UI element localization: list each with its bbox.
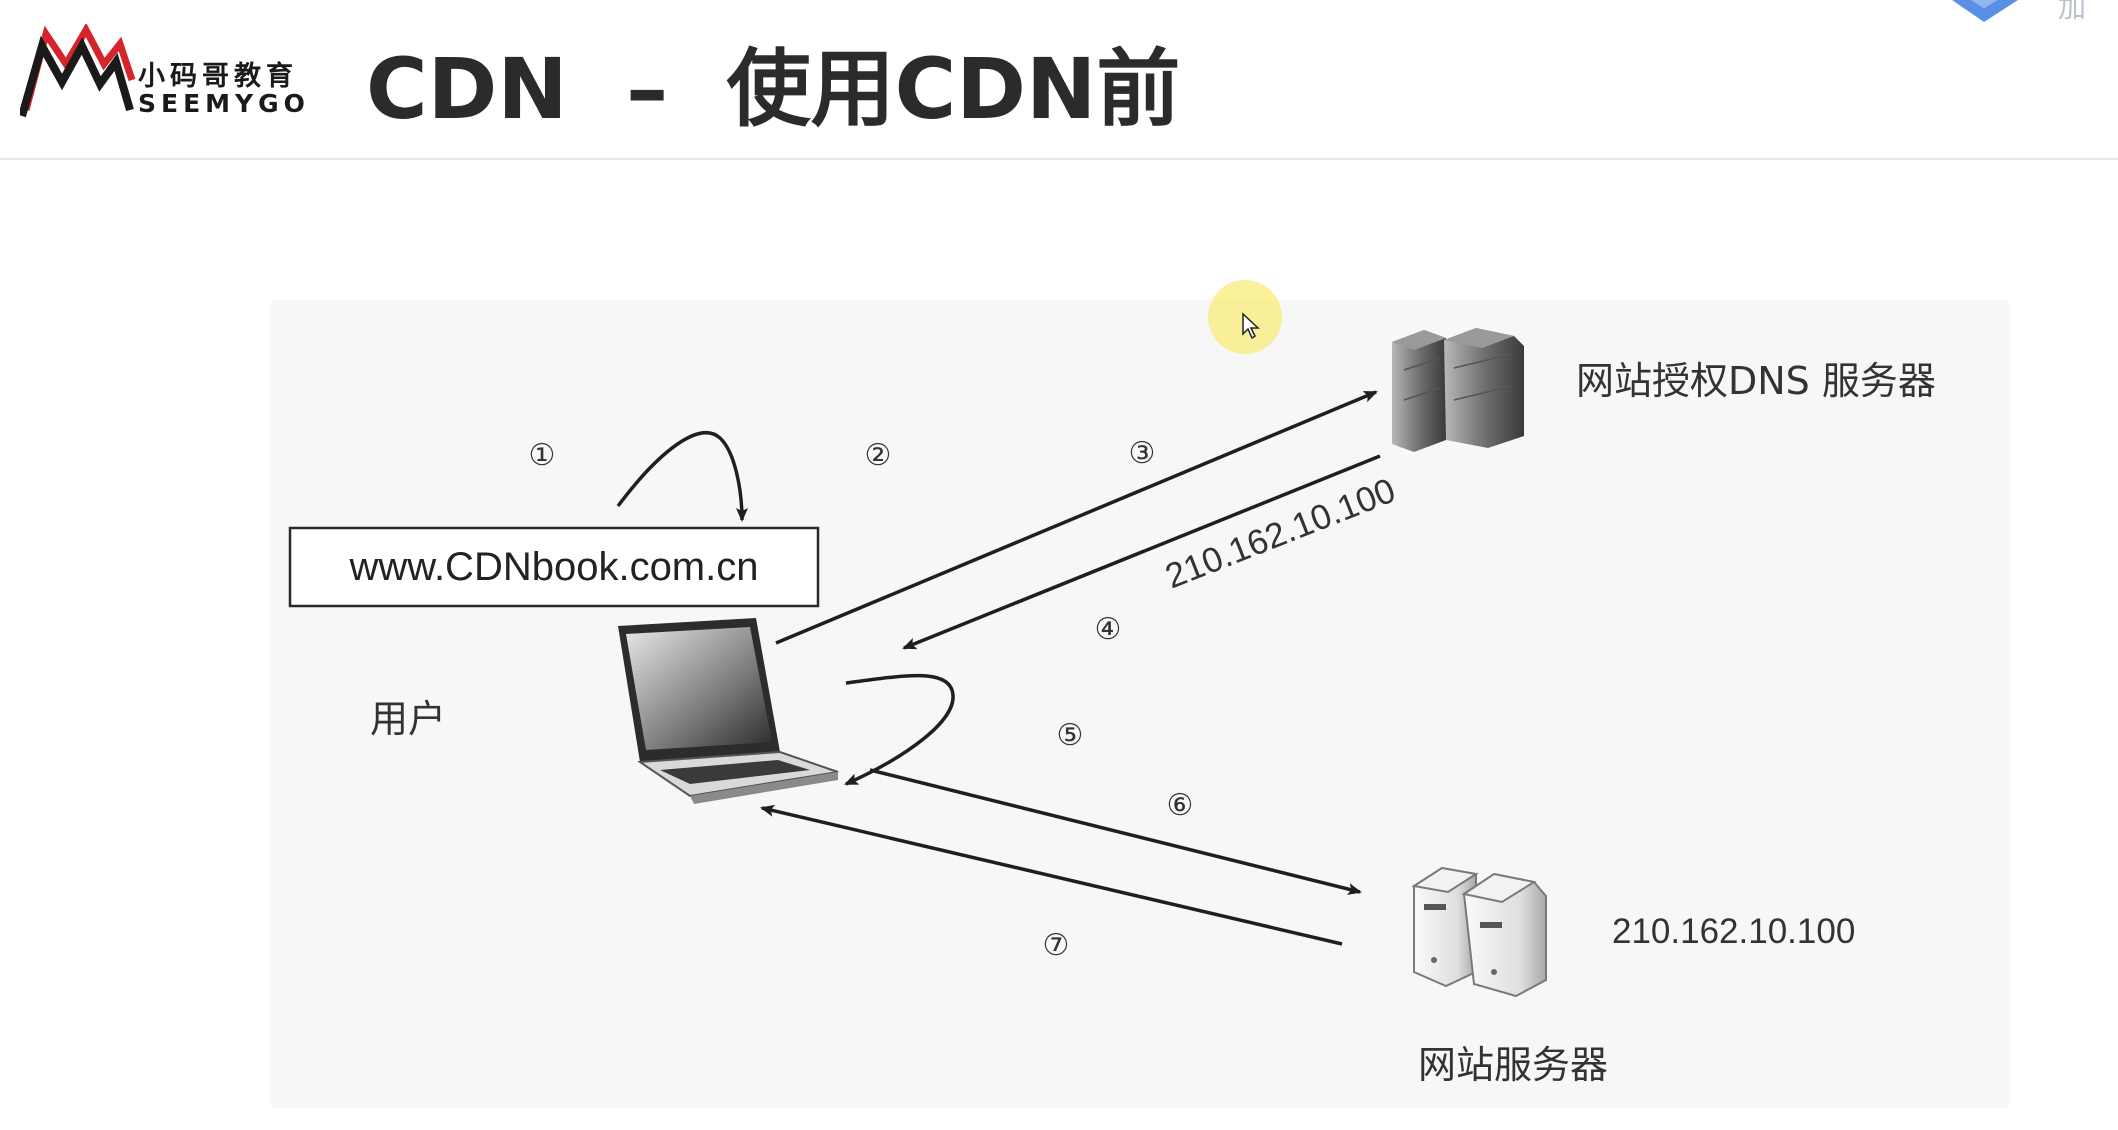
- web-server-label: 网站服务器: [1418, 1043, 1609, 1087]
- step-5-label: ⑤: [1056, 718, 1084, 753]
- arrow-step-1: [616, 431, 748, 522]
- step-7-label: ⑦: [1042, 928, 1070, 963]
- laptop-icon: [618, 618, 839, 804]
- url-text: www.CDNbook.com.cn: [349, 544, 759, 589]
- mouse-pointer-icon: [1242, 312, 1260, 340]
- arrow-step-4: [902, 454, 1381, 650]
- url-box: [288, 526, 820, 608]
- step-3-label: ③: [1128, 436, 1156, 471]
- arrow-step-6: [869, 768, 1362, 895]
- web-server-ip: 210.162.10.100: [1612, 912, 1856, 951]
- app-cube-icon[interactable]: [1944, 0, 2026, 26]
- user-label: 用户: [370, 697, 447, 741]
- logo-english-text: SEEMYGO: [138, 89, 310, 118]
- logo-chinese-text: 小码哥教育: [138, 61, 298, 92]
- step-1-label: ①: [528, 438, 556, 473]
- step-2-label: ②: [864, 438, 892, 473]
- arrow-step-7: [760, 804, 1343, 946]
- seemygo-logo-icon: [20, 24, 136, 118]
- arrow-step-3: [775, 390, 1378, 645]
- step-6-label: ⑥: [1166, 788, 1194, 823]
- server-rack-icon: [1392, 328, 1524, 452]
- dns-server-label: 网站授权DNS 服务器: [1576, 359, 1936, 403]
- slide-title: CDN – 使用CDN前: [366, 40, 1181, 138]
- arrow-step-5: [844, 673, 955, 786]
- corner-partial-text-icon: 加: [2058, 0, 2087, 24]
- slide-header: 小码哥教育 SEEMYGO CDN – 使用CDN前 加: [0, 0, 2118, 160]
- diagram-background: [270, 300, 2010, 1108]
- step-4-label: ④: [1094, 612, 1122, 647]
- server-tower-icon: [1411, 866, 1547, 998]
